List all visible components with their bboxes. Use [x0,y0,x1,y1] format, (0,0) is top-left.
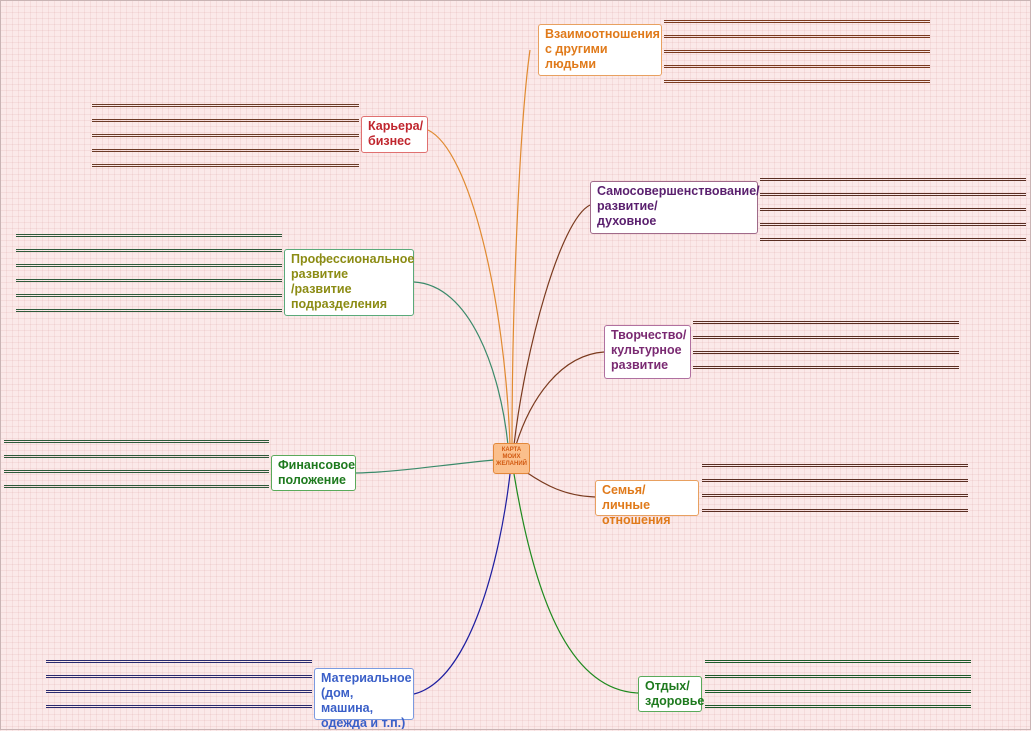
write-line[interactable] [693,354,959,369]
write-line[interactable] [664,38,930,53]
write-line[interactable] [46,648,312,663]
connector-family [525,471,596,498]
node-material[interactable]: Материальное (дом, машина, одежда и т.п.… [314,668,414,730]
write-line[interactable] [702,467,968,482]
write-line[interactable] [760,196,1026,211]
node-family-label: Семья/ личные отношения [602,483,671,527]
node-relationships-label: Взаимоотношения с другими людьми [545,27,660,71]
node-career-label: Карьера/ бизнес [368,119,424,148]
write-line[interactable] [760,166,1026,181]
node-material-label: Материальное (дом, машина, одежда и т.п.… [321,671,412,730]
write-line[interactable] [760,226,1026,241]
write-line[interactable] [4,458,269,473]
write-line[interactable] [664,53,930,68]
write-line[interactable] [4,443,269,458]
write-line[interactable] [702,452,968,467]
center-label: КАРТА МОИХ ЖЕЛАНИЙ [496,447,527,467]
lines-professional [16,222,282,312]
node-career[interactable]: Карьера/ бизнес [361,116,428,153]
node-rest-label: Отдых/ здоровье [645,679,705,708]
write-line[interactable] [760,181,1026,196]
node-relationships[interactable]: Взаимоотношения с другими людьми [538,24,662,76]
write-line[interactable] [705,663,971,678]
node-professional[interactable]: Профессиональное развитие /развитие подр… [284,249,414,316]
write-line[interactable] [702,482,968,497]
connector-relationships [511,49,531,446]
write-line[interactable] [92,122,359,137]
write-line[interactable] [705,678,971,693]
node-self-development-label: Самосовершенствование/ развитие/ духовно… [597,184,760,228]
write-line[interactable] [702,497,968,512]
lines-career [92,92,359,167]
write-line[interactable] [16,297,282,312]
node-self-development[interactable]: Самосовершенствование/ развитие/ духовно… [590,181,760,234]
write-line[interactable] [46,663,312,678]
write-line[interactable] [16,267,282,282]
write-line[interactable] [92,152,359,167]
write-line[interactable] [16,252,282,267]
node-rest[interactable]: Отдых/ здоровье [638,676,705,712]
write-line[interactable] [693,309,959,324]
write-line[interactable] [92,137,359,152]
connector-rest [513,473,639,694]
connector-material [413,473,511,695]
connector-self-development [513,204,591,446]
node-creativity-label: Творчество/ культурное развитие [611,328,687,372]
connector-career [427,129,511,446]
lines-material [46,648,312,708]
connector-professional [413,281,509,446]
connector-creativity [515,351,605,446]
node-creativity[interactable]: Творчество/ культурное развитие [604,325,691,379]
center-node[interactable]: КАРТА МОИХ ЖЕЛАНИЙ [493,443,530,474]
write-line[interactable] [4,473,269,488]
write-line[interactable] [760,211,1026,226]
write-line[interactable] [16,222,282,237]
write-line[interactable] [693,339,959,354]
node-finances-label: Финансовое положение [278,458,356,487]
connector-finances [355,459,495,474]
write-line[interactable] [4,428,269,443]
write-line[interactable] [705,648,971,663]
write-line[interactable] [664,68,930,83]
node-professional-label: Профессиональное развитие /развитие подр… [291,252,415,311]
write-line[interactable] [92,92,359,107]
node-finances[interactable]: Финансовое положение [271,455,356,491]
write-line[interactable] [664,8,930,23]
lines-relationships [664,8,930,83]
lines-creativity [693,309,959,369]
write-line[interactable] [705,693,971,708]
write-line[interactable] [46,678,312,693]
write-line[interactable] [664,23,930,38]
lines-self-development [760,166,1026,241]
lines-rest [705,648,971,708]
write-line[interactable] [46,693,312,708]
write-line[interactable] [92,107,359,122]
lines-finances [4,428,269,488]
lines-family [702,452,968,512]
write-line[interactable] [16,282,282,297]
node-family[interactable]: Семья/ личные отношения [595,480,699,527]
write-line[interactable] [693,324,959,339]
write-line[interactable] [16,237,282,252]
